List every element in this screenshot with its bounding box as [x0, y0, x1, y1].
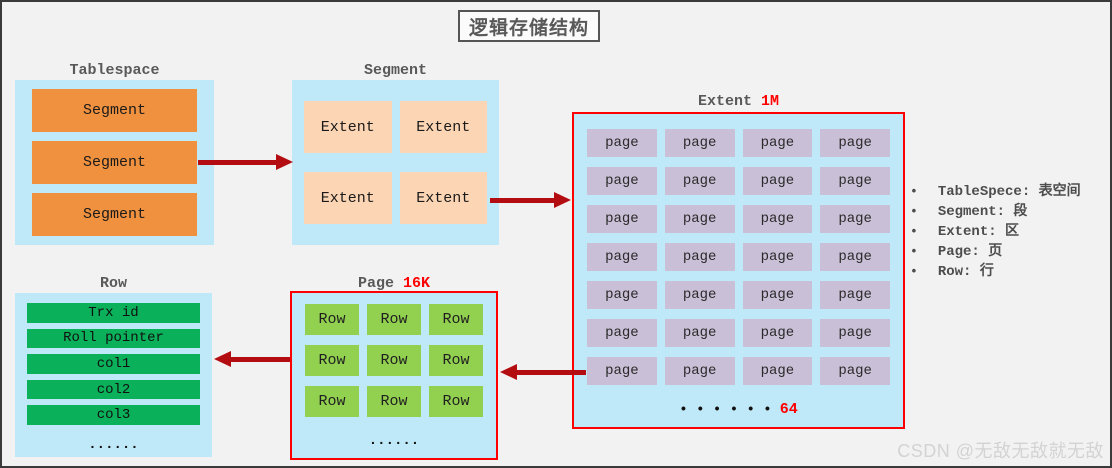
extent-box: Extent — [304, 172, 392, 224]
page-box: page — [664, 243, 735, 271]
page-box: page — [820, 167, 890, 195]
extent-label-text: Extent — [697, 93, 752, 110]
legend-item: TableSpece: 表空间 — [910, 182, 1108, 202]
page-box: page — [587, 357, 657, 385]
row-ellipsis: ...... — [88, 436, 139, 453]
page-box: page — [587, 281, 657, 309]
page-box: page — [820, 357, 890, 385]
page-box: page — [664, 357, 735, 385]
page-box: page — [587, 205, 657, 233]
diagram-title: 逻辑存储结构 — [458, 10, 600, 42]
arrow-shaft — [231, 356, 290, 362]
extent-page-count: 64 — [779, 401, 798, 418]
legend-item: Segment: 段 — [910, 202, 1108, 222]
page-box: page — [587, 319, 657, 347]
arrow-right-icon — [554, 192, 571, 208]
row-field-box: Trx id — [27, 303, 200, 323]
legend: TableSpece: 表空间Segment: 段Extent: 区Page: … — [910, 182, 1108, 282]
page-box: page — [742, 205, 813, 233]
extent-size-label: 1M — [761, 93, 780, 110]
watermark: CSDN @无敌无敌就无敌 — [897, 441, 1104, 461]
page-box: page — [742, 357, 813, 385]
segment-box: Segment — [32, 193, 197, 236]
arrow-shaft — [490, 197, 554, 203]
row-box: Row — [429, 345, 483, 376]
row-ellipsis-line: ...... — [27, 431, 200, 457]
page-box: page — [664, 319, 735, 347]
segment-label: Segment — [363, 62, 427, 79]
extent-ellipsis-line: • • • • • • 64 — [587, 395, 890, 422]
page-box: page — [587, 167, 657, 195]
diagram-title-text: 逻辑存储结构 — [468, 17, 589, 39]
page-box: page — [742, 281, 813, 309]
row-box: Row — [367, 386, 421, 417]
row-box: Row — [429, 386, 483, 417]
page-box: page — [587, 129, 657, 157]
page-box: page — [820, 281, 890, 309]
row-field-box: col1 — [27, 354, 200, 374]
arrow-tablespace-to-segment — [198, 154, 293, 170]
arrow-extent-to-page — [500, 364, 586, 380]
extent-label: Extent 1M — [572, 93, 905, 110]
arrow-left-icon — [500, 364, 517, 380]
page-box: page — [664, 167, 735, 195]
page-box: page — [587, 243, 657, 271]
extent-box: Extent — [399, 172, 487, 224]
page-ellipsis-line: ...... — [305, 427, 483, 453]
page-box: page — [664, 281, 735, 309]
row-box: Row — [429, 304, 483, 335]
page-size-label: 16K — [403, 275, 431, 292]
row-field-box: col3 — [27, 405, 200, 425]
tablespace-label: Tablespace — [69, 62, 160, 79]
page-label-text: Page — [357, 275, 394, 292]
page-box: page — [742, 129, 813, 157]
row-field-box: Roll pointer — [27, 328, 200, 349]
legend-item: Extent: 区 — [910, 222, 1108, 242]
extent-box: Extent — [304, 101, 392, 153]
page-box: page — [664, 129, 735, 157]
page-box: page — [742, 167, 813, 195]
arrow-segment-to-extent — [490, 192, 571, 208]
arrow-shaft — [517, 369, 586, 375]
row-box: Row — [367, 304, 421, 335]
segment-box: Segment — [32, 89, 197, 132]
extent-box: Extent — [399, 101, 487, 153]
row-container: Trx id Roll pointer col1 col2 col3 ...... — [15, 293, 212, 457]
row-field-box: col2 — [27, 379, 200, 400]
page-box: page — [820, 243, 890, 271]
page-box: page — [742, 319, 813, 347]
row-box: Row — [367, 345, 421, 376]
row-box: Row — [305, 345, 359, 376]
page-label: Page 16K — [290, 275, 498, 292]
legend-item: Row: 行 — [910, 262, 1108, 282]
segment-box: Segment — [32, 141, 197, 184]
row-label: Row — [99, 275, 127, 292]
page-box: page — [664, 205, 735, 233]
arrow-shaft — [198, 159, 276, 165]
extent-ellipsis: • • • • • • — [679, 402, 772, 418]
arrow-left-icon — [214, 351, 231, 367]
page-ellipsis: ...... — [368, 433, 420, 449]
legend-item: Page: 页 — [910, 242, 1108, 262]
row-box: Row — [305, 304, 359, 335]
page-box: page — [820, 129, 890, 157]
page-box: page — [820, 205, 890, 233]
row-box: Row — [305, 386, 359, 417]
page-box: page — [742, 243, 813, 271]
arrow-right-icon — [276, 154, 293, 170]
page-box: page — [820, 319, 890, 347]
arrow-page-to-row — [214, 351, 290, 367]
